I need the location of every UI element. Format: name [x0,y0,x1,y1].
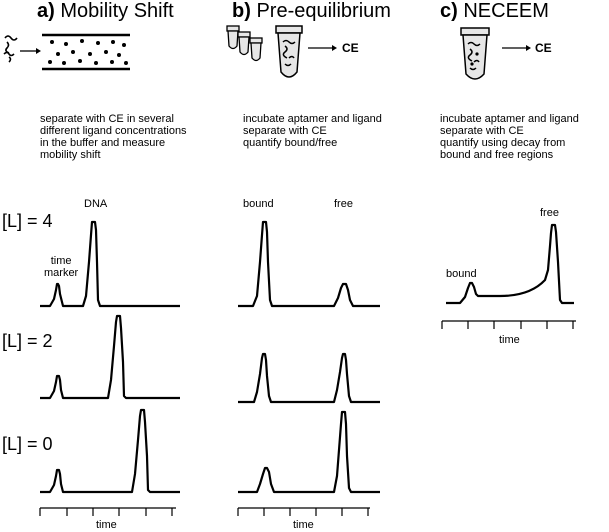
concentration-label-4: [L] = 4 [2,211,53,231]
ce-label-c: CE [535,41,552,55]
time-axis-label-b: time [293,519,314,531]
small-tube-icon [226,25,240,50]
panel-c-description: incubate aptamer and ligand separate wit… [440,113,579,161]
dna-squiggle-icon [282,39,296,67]
arrow-head-icon [526,45,531,51]
ligand-dots [48,39,128,65]
bound-peak-label-c: bound [446,268,477,280]
time-axis-label-a: time [96,519,117,531]
panel-c-title-text: NECEEM [463,0,549,22]
panel-b-description: incubate aptamer and ligand separate wit… [243,113,382,149]
time-axis-a [39,507,176,516]
arrow-head-icon [332,45,337,51]
small-tube-icon [237,31,251,56]
arrow-to-ce-b [308,45,337,51]
panel-b-title-text: Pre-equilibrium [256,0,391,22]
large-tube-icon [460,27,490,80]
small-tube-icon [249,37,263,62]
time-axis-b [237,507,370,516]
electropherogram-a-L0 [40,408,180,494]
large-tube-icon [275,25,303,78]
electropherogram-a-L2 [40,314,180,400]
dna-squiggle-icon [3,35,18,63]
time-axis-c [441,320,576,329]
electropherogram-a-L4 [40,220,180,308]
electropherogram-b-L2 [238,352,380,404]
tubes-illustration [226,25,303,78]
panel-a-title: a) Mobility Shift [37,0,174,23]
panel-b-letter: b) [232,0,251,22]
time-axis-label-c: time [499,334,520,346]
electropherogram-c [446,223,574,305]
electropherogram-b-L0 [238,410,380,494]
free-peak-label-c: free [540,207,559,219]
concentration-label-0: [L] = 0 [2,434,53,454]
tube-illustration-c [460,27,490,80]
ce-label-b: CE [342,41,359,55]
dna-peak-label: DNA [84,198,108,210]
bound-peak-label-b: bound [243,198,274,210]
arrow-head-icon [36,48,41,54]
dna-squiggle-icon [467,41,481,71]
panel-a-letter: a) [37,0,55,22]
electropherogram-b-L4 [238,220,380,308]
arrow-to-ce-c [502,45,531,51]
panel-b-title: b) Pre-equilibrium [232,0,391,23]
panel-c-title: c) NECEEM [440,0,549,23]
capillary-illustration [3,33,130,71]
free-peak-label-b: free [334,198,353,210]
panel-a-title-text: Mobility Shift [60,0,174,22]
panel-c-letter: c) [440,0,458,22]
time-marker-label: time marker [44,255,79,279]
panel-a-description: separate with CE in several different li… [40,113,187,161]
concentration-label-2: [L] = 2 [2,331,53,351]
